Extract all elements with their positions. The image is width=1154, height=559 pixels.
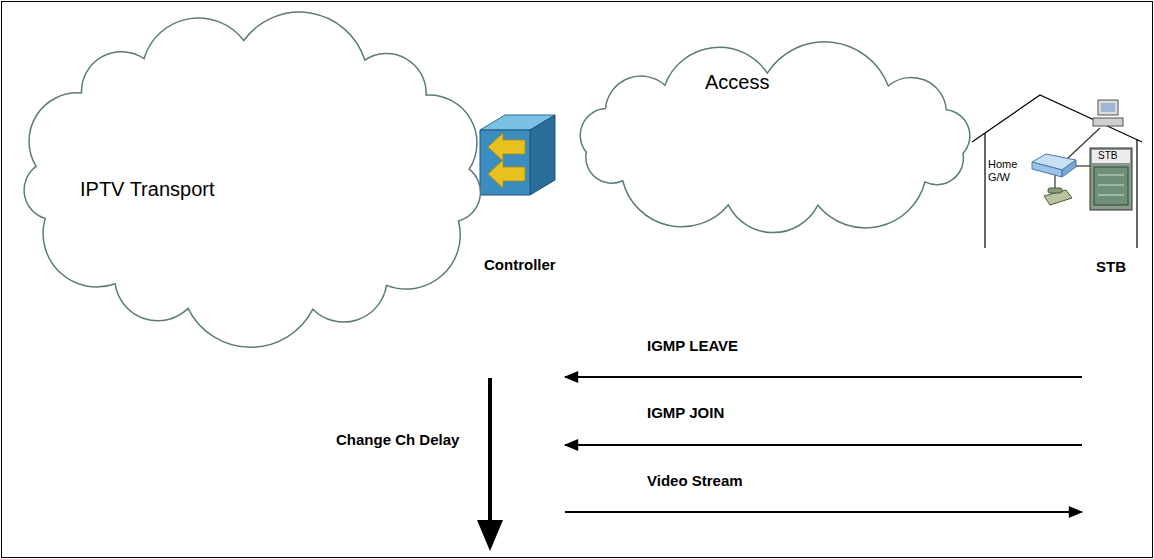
phone-icon — [1044, 188, 1072, 205]
stb-node: STB STB — [1082, 140, 1138, 530]
cloud-region: IPTV Transport — [5, 10, 500, 345]
region-title: IPTV Transport — [80, 178, 215, 201]
delay-arrow — [477, 378, 503, 551]
set-top-box-icon — [1090, 148, 1132, 210]
cloud-outline — [24, 12, 480, 347]
house-outline — [972, 95, 1142, 248]
device-label: STB — [1096, 258, 1126, 275]
message-label: IGMP LEAVE — [645, 337, 740, 354]
cloud-outline — [555, 45, 995, 235]
message-arrow — [565, 511, 1082, 513]
device-tag: STB — [1098, 150, 1117, 161]
message-arrow — [565, 444, 1082, 446]
delay-label: Change Ch Delay — [336, 431, 459, 448]
controller-icon — [480, 115, 555, 195]
cloud-outline — [5, 10, 500, 345]
device-label: Home G/W — [988, 158, 1030, 183]
message-label: Video Stream — [645, 472, 745, 489]
message-arrow — [565, 376, 1082, 378]
controller-node: Controller — [470, 110, 565, 530]
message-label: IGMP JOIN — [645, 404, 726, 421]
region-title: Access — [705, 71, 769, 94]
home-gateway-icon — [1032, 154, 1076, 177]
cloud-region: Access — [555, 45, 995, 235]
device-label: Controller — [484, 256, 556, 273]
computer-icon — [1093, 100, 1123, 126]
cloud-outline — [580, 42, 970, 233]
